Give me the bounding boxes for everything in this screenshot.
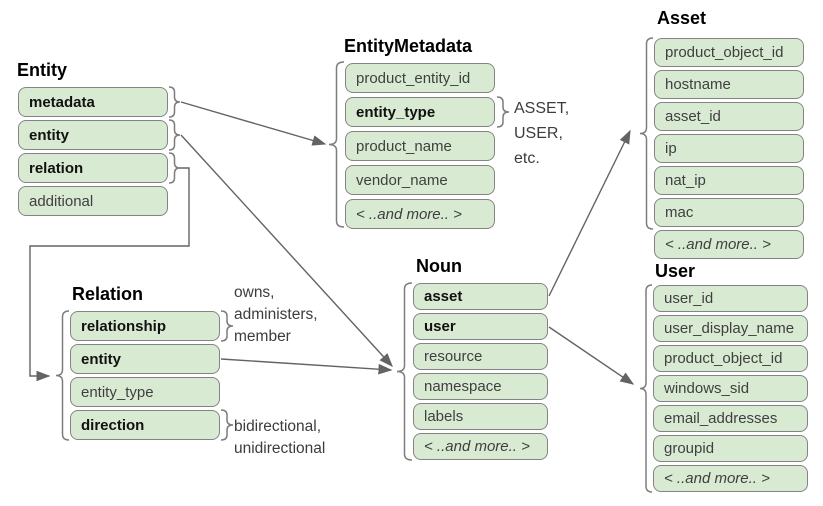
- entity-row-relation: relation: [18, 153, 168, 183]
- brace-direction-stub: [220, 409, 234, 441]
- brace-entitymetadata-left: [328, 61, 345, 228]
- noun-row-asset: asset: [413, 283, 548, 310]
- annotation-line: bidirectional,: [234, 418, 322, 435]
- entity-type-examples-annotation: ASSET, USER, etc.: [514, 96, 569, 171]
- entity-row-additional: additional: [18, 186, 168, 216]
- relationship-examples-annotation: owns, administers, member: [234, 282, 318, 348]
- user-row-and-more: < ..and more.. >: [653, 465, 808, 492]
- user-box: user_id user_display_name product_object…: [653, 285, 808, 495]
- noun-box: asset user resource namespace labels < .…: [413, 283, 548, 463]
- asset-row-nat-ip: nat_ip: [654, 166, 804, 195]
- entity-row-metadata: metadata: [18, 87, 168, 117]
- user-row-email-addresses: email_addresses: [653, 405, 808, 432]
- annotation-line: member: [234, 328, 291, 345]
- annotation-line: ASSET,: [514, 100, 570, 117]
- annotation-line: etc.: [514, 150, 540, 167]
- noun-row-namespace: namespace: [413, 373, 548, 400]
- brace-relationship-stub: [220, 310, 234, 342]
- asset-box-title: Asset: [657, 8, 707, 28]
- entity-box: metadata entity relation additional: [18, 87, 168, 219]
- asset-row-asset-id: asset_id: [654, 102, 804, 131]
- user-row-user-id: user_id: [653, 285, 808, 312]
- brace-entity-relation-stub: [168, 152, 181, 184]
- entitymetadata-row-and-more: < ..and more.. >: [345, 199, 495, 229]
- entitymetadata-row-product-name: product_name: [345, 131, 495, 161]
- asset-row-mac: mac: [654, 198, 804, 227]
- annotation-line: USER,: [514, 125, 563, 142]
- arrow-relation-entity-to-noun: [220, 358, 393, 375]
- user-row-user-display-name: user_display_name: [653, 315, 808, 342]
- brace-noun-left: [396, 282, 413, 461]
- entitymetadata-box-title: EntityMetadata: [344, 36, 473, 56]
- asset-row-ip: ip: [654, 134, 804, 163]
- asset-row-and-more: < ..and more.. >: [654, 230, 804, 259]
- noun-row-user: user: [413, 313, 548, 340]
- user-row-windows-sid: windows_sid: [653, 375, 808, 402]
- relation-row-entity: entity: [70, 344, 220, 374]
- annotation-line: administers,: [234, 306, 318, 323]
- relation-row-direction: direction: [70, 410, 220, 440]
- user-row-product-object-id: product_object_id: [653, 345, 808, 372]
- brace-asset-left: [639, 37, 654, 230]
- entitymetadata-row-entity-type: entity_type: [345, 97, 495, 127]
- arrow-entity-metadata-to-entitymetadata: [180, 101, 327, 146]
- relation-row-relationship: relationship: [70, 311, 220, 341]
- entitymetadata-row-product-entity-id: product_entity_id: [345, 63, 495, 93]
- brace-user-left: [639, 284, 653, 493]
- asset-row-product-object-id: product_object_id: [654, 38, 804, 67]
- brace-entity-entity-stub: [168, 119, 181, 151]
- noun-row-and-more: < ..and more.. >: [413, 433, 548, 460]
- relation-box-title: Relation: [72, 284, 144, 304]
- entity-row-entity: entity: [18, 120, 168, 150]
- brace-entity-type-stub: [496, 96, 510, 128]
- asset-row-hostname: hostname: [654, 70, 804, 99]
- relation-row-entity-type: entity_type: [70, 377, 220, 407]
- entitymetadata-row-vendor-name: vendor_name: [345, 165, 495, 195]
- brace-entity-metadata-stub: [168, 86, 181, 118]
- brace-relation-left: [55, 310, 70, 441]
- noun-box-title: Noun: [416, 256, 462, 276]
- user-row-groupid: groupid: [653, 435, 808, 462]
- arrow-noun-user-to-user: [548, 326, 635, 385]
- user-box-title: User: [655, 261, 696, 281]
- relation-box: relationship entity entity_type directio…: [70, 311, 220, 443]
- annotation-line: owns,: [234, 284, 275, 301]
- entity-box-title: Entity: [17, 60, 68, 80]
- annotation-line: unidirectional: [234, 440, 326, 457]
- noun-row-labels: labels: [413, 403, 548, 430]
- asset-box: product_object_id hostname asset_id ip n…: [654, 38, 804, 262]
- entitymetadata-box: product_entity_id entity_type product_na…: [345, 63, 495, 233]
- noun-row-resource: resource: [413, 343, 548, 370]
- direction-examples-annotation: bidirectional, unidirectional: [234, 416, 325, 460]
